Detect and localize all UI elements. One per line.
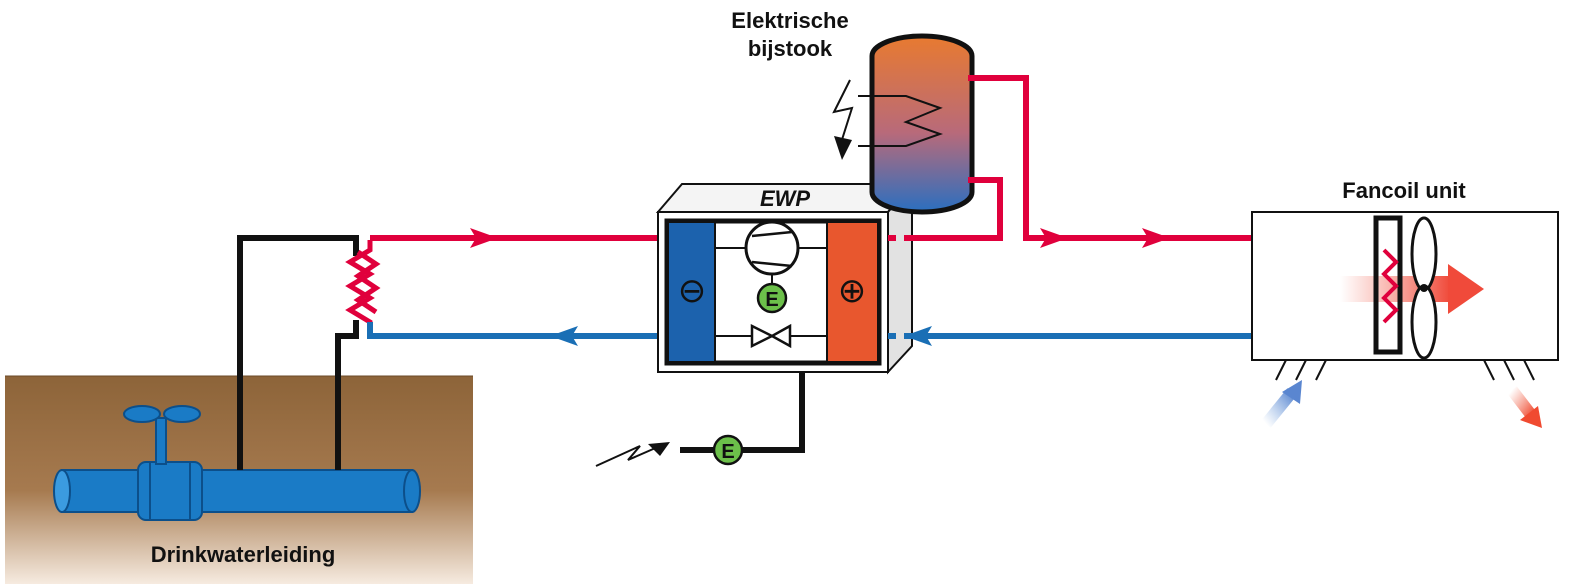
energy-badge-compressor: E — [756, 282, 788, 314]
evaporator-cold-side — [669, 223, 715, 361]
boiler-label-line2: bijstook — [748, 36, 833, 61]
ground-loop-pipes — [237, 235, 359, 470]
electricity-bolt-icon — [595, 442, 670, 467]
warm-air-out-arrow — [1507, 386, 1542, 428]
power-cable — [680, 372, 805, 453]
flow-arrow-left — [904, 326, 932, 346]
heating-element-icon — [858, 95, 944, 147]
svg-text:E: E — [721, 441, 734, 463]
plus-symbol-icon: ⊕ — [838, 271, 867, 311]
ewp-label: EWP — [760, 186, 810, 211]
ground-heat-exchanger — [345, 240, 381, 330]
condenser-hot-side — [827, 223, 877, 361]
flow-arrow-right — [470, 228, 498, 248]
valve-handle-icon — [123, 405, 201, 423]
expansion-valve-icon — [750, 323, 792, 349]
compressor-icon — [744, 220, 800, 276]
water-main-pipe — [53, 417, 421, 521]
cold-return-line-left — [367, 322, 658, 346]
svg-text:E: E — [765, 289, 778, 311]
cold-air-in-arrow — [1261, 380, 1302, 428]
electricity-bolt-boiler-icon — [832, 79, 854, 160]
fancoil-heat-exchanger — [1373, 215, 1403, 355]
minus-symbol-icon: ⊖ — [678, 271, 707, 311]
hot-supply-line-left — [370, 228, 658, 248]
fancoil-label: Fancoil unit — [1342, 178, 1466, 203]
energy-badge-supply: E — [712, 434, 744, 466]
boiler-label-line1: Elektrische — [731, 8, 848, 33]
warm-air-arrowhead — [1448, 264, 1484, 314]
air-outlet-grille — [1483, 359, 1535, 381]
boiler-tank — [869, 33, 975, 215]
flow-arrow-left — [550, 326, 578, 346]
air-inlet-grille — [1275, 359, 1327, 381]
fan-icon — [1410, 216, 1438, 360]
ground-label: Drinkwaterleiding — [151, 542, 336, 567]
flow-arrow-right — [1142, 228, 1170, 248]
flow-arrow-right — [1040, 228, 1068, 248]
